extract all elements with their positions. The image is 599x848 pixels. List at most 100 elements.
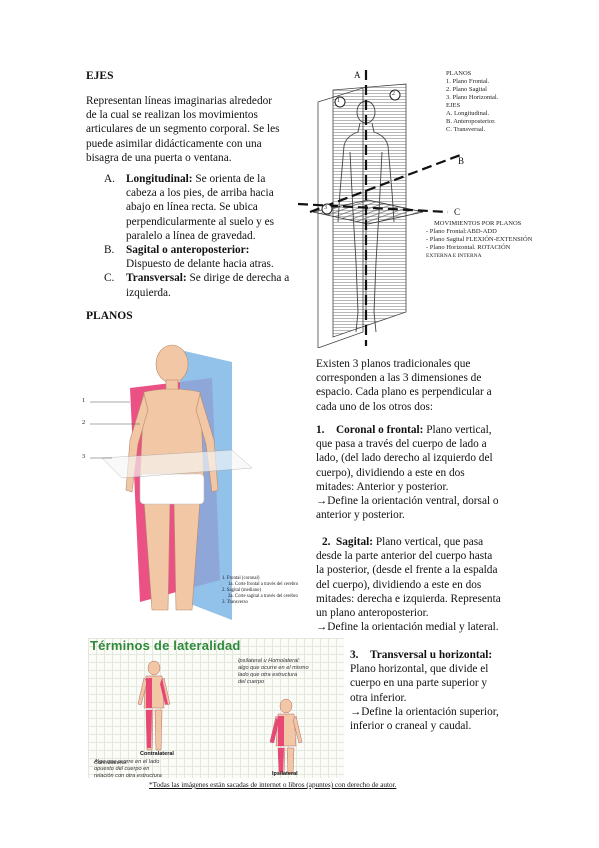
ejes-list: A. Longitudinal: Se orienta de la cabeza…: [104, 172, 304, 300]
eje-text: Se dirige de derecha a: [186, 272, 290, 285]
plano-text: →Define la orientación ventral, dorsal o: [316, 495, 499, 508]
plano-transversal: 3. Transversal u horizontal: Plano horizo…: [350, 648, 530, 733]
image-credit-footnote: *Todas las imágenes están sacadas de int…: [149, 781, 397, 789]
plano-text: inferior o craneal y caudal.: [350, 720, 472, 733]
eje-text: izquierda.: [126, 286, 171, 299]
note-line: Ipsilateral u Homolateral:: [238, 658, 300, 664]
contralateral-note-lines: Algo que ocurre en el lado opuesto del c…: [94, 759, 224, 780]
legend-item: 1a. Corte frontal a través del cerebro: [228, 582, 299, 587]
ejes-intro-line: puede asimilar didácticamente con una: [86, 137, 262, 150]
planos-intro-line: Existen 3 planos tradicionales que: [316, 358, 471, 370]
lateralidad-figure: Términos de lateralidad: [88, 638, 344, 778]
plano-text: un plano anteroposterior.: [316, 607, 429, 620]
note-line: lado que otra estructura: [238, 672, 298, 678]
body-planes-drawing: [90, 344, 253, 620]
note-line: Algo que ocurre en el lado: [94, 759, 160, 765]
list-letter: B.: [104, 244, 115, 257]
legend-title: EJES: [446, 102, 461, 109]
axis-label-b: B: [458, 156, 465, 166]
note-line: Contralateral:: [94, 760, 128, 766]
plano-text: Plano vertical,: [423, 424, 492, 436]
axes-diagram: [298, 70, 464, 348]
plano-term: Sagital:: [336, 536, 374, 548]
plano-text: mitades: derecha e izquierda. Representa: [316, 592, 501, 605]
eje-text: perpendicularmente al suelo y es: [126, 215, 275, 228]
contralateral-label: Contralateral: [140, 751, 174, 757]
ejes-intro-line: bisagra de una puerta o ventana.: [86, 151, 232, 164]
planos-intro-line: corresponden a las 3 dimensiones de: [316, 372, 482, 385]
plano-sagital: 2. Sagital: Plano vertical, que pasa desd…: [316, 535, 531, 634]
legend-item: B. Anteroposterior.: [446, 118, 496, 125]
legend-item: EXTERNA E INTERNA: [426, 253, 482, 259]
plano-coronal: 1. Coronal o frontal: Plano vertical, que…: [316, 423, 531, 522]
plano-text: desde la parte anterior del cuerpo hasta: [316, 550, 493, 563]
plane-line-number: 2: [82, 419, 86, 426]
note-line: algo que ocurre en el mismo: [238, 665, 309, 671]
plano-text: →Define la orientación medial y lateral.: [316, 621, 499, 634]
plano-text: la posterior, (desde el frente a la espa…: [316, 564, 498, 577]
plano-text: mitades: Anterior y posterior.: [316, 480, 449, 493]
eje-text: cabeza a los pies, de arriba hacia: [126, 187, 274, 200]
eje-term: Longitudinal:: [126, 173, 193, 185]
ejes-intro-line: Representan líneas imaginarias alrededor: [86, 95, 273, 107]
note-line: opuesto del cuerpo en: [94, 766, 150, 772]
plano-term: Transversal u horizontal:: [370, 649, 493, 661]
legend-item: - Plano Horizontal. ROTACIÓN: [426, 244, 511, 251]
legend-item: 2. Sagital (mediano): [222, 588, 262, 593]
contralateral-note: Contralateral:: [94, 748, 204, 767]
plane-number: 2: [392, 91, 395, 97]
plane-line-number: 3: [82, 453, 86, 460]
ejes-heading: EJES: [86, 70, 114, 82]
planos-intro-line: cada uno de los otros dos:: [316, 400, 434, 413]
legend-item: 2a. Corte sagital a través del cerebro: [228, 594, 298, 599]
planos-heading: PLANOS: [86, 310, 133, 322]
legend-item: 3. Transverso: [222, 600, 248, 605]
legend-item: 2. Plano Sagital: [446, 86, 487, 93]
ejes-intro-line: de la cual se realizan los movimientos: [86, 109, 258, 122]
plano-text: anterior y posterior.: [316, 509, 405, 522]
eje-term: Sagital o anteroposterior:: [126, 244, 250, 257]
axis-label-a: A: [354, 70, 361, 80]
eje-text: Dispuesto de delante hacia atras.: [126, 258, 274, 271]
eje-text: paralelo a línea de gravedad.: [126, 229, 256, 242]
plano-text: cuerpo en una parte superior y: [350, 677, 488, 690]
plano-text: →Define la orientación superior,: [350, 705, 499, 718]
plane-number: 3: [324, 205, 327, 211]
lateralidad-title: Términos de lateralidad: [90, 638, 241, 653]
list-letter: A.: [104, 173, 115, 185]
plano-number: 2.: [322, 536, 331, 548]
plano-text: cuerpo), dividiendo a este en dos: [316, 466, 465, 479]
lateralidad-drawing: [137, 660, 303, 775]
planos-intro: Existen 3 planos tradicionales que corre…: [316, 357, 526, 414]
eje-text: Se orienta de la: [192, 173, 266, 185]
legend-item: 3. Plano Horizontal.: [446, 94, 499, 101]
ejes-intro: Representan líneas imaginarias alrededor…: [86, 94, 296, 165]
plano-text: otra inferior.: [350, 691, 407, 704]
eje-longitudinal: A. Longitudinal: Se orienta de la cabeza…: [104, 172, 304, 243]
legend-item: - Plano Sagital FLEXIÓN-EXTENSIÓN: [426, 236, 533, 243]
plano-number: 3.: [350, 649, 359, 661]
body-planes-legend: 1. Frontal (coronal) 1a. Corte frontal a…: [222, 576, 312, 606]
eje-term: Transversal:: [126, 272, 187, 285]
list-letter: C.: [104, 272, 115, 285]
plano-term: Coronal o frontal:: [336, 424, 424, 436]
note-line: relación con otra estructura: [94, 773, 162, 779]
plano-text: Plano vertical, que pasa: [373, 536, 484, 548]
legend-title: PLANOS: [446, 70, 472, 77]
plano-text: Plano horizontal, que divide el: [350, 663, 489, 676]
movements-legend: MOVIMIENTOS POR PLANOS - Plano Frontal:A…: [426, 220, 538, 260]
eje-transversal: C. Transversal: Se dirige de derecha a i…: [104, 271, 304, 299]
ipsilateral-note: Ipsilateral u Homolateral: algo que ocur…: [238, 658, 342, 686]
legend-item: A. Longitudinal.: [446, 110, 490, 117]
plano-text: que pasa a través del cuerpo de lado a: [316, 438, 487, 451]
legend-item: 1. Plano Frontal.: [446, 78, 490, 85]
plano-text: lado, (del lado derecho al izquierdo del: [316, 452, 493, 465]
axes-legend: PLANOS 1. Plano Frontal. 2. Plano Sagita…: [446, 70, 498, 134]
planos-intro-line: espacio. Cada plano es perpendicular a: [316, 386, 492, 399]
legend-title: MOVIMIENTOS POR PLANOS: [434, 220, 522, 227]
plano-text: del cuerpo), dividiendo a este en dos: [316, 578, 482, 591]
axis-label-c: C: [454, 207, 461, 217]
legend-item: C. Transversal.: [446, 126, 486, 133]
plano-number: 1.: [316, 424, 325, 436]
eje-text: abajo en línea recta. Se ubica: [126, 201, 258, 214]
